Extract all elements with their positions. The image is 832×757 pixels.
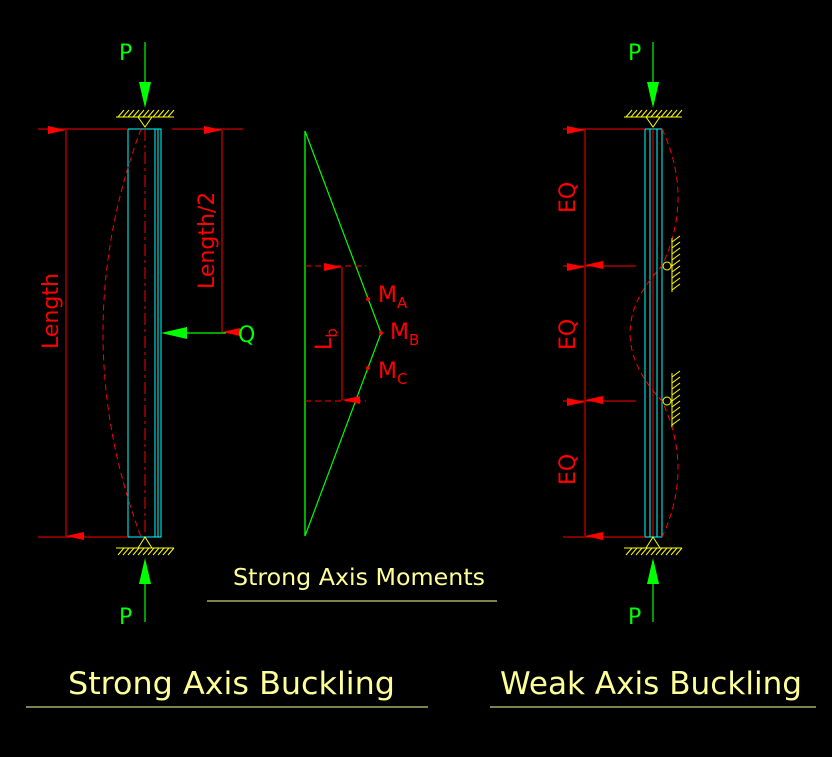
strong-axis-group: P (26, 41, 428, 708)
strong-load-bottom-label: P (119, 605, 132, 630)
mb-label: MB (390, 320, 419, 349)
strong-lateral-load-label: Q (238, 323, 255, 348)
mc-point (366, 366, 370, 370)
strong-bottom-support (116, 536, 175, 556)
weak-eq-mid-label: EQ (556, 319, 581, 350)
strong-half-length-label: Length/2 (195, 192, 220, 289)
weak-load-bottom-arrow (647, 558, 659, 622)
weak-buckled-shape (629, 128, 679, 538)
strong-load-top-label: P (119, 41, 132, 66)
weak-load-top-label: P (628, 41, 641, 66)
moments-title: Strong Axis Moments (233, 565, 485, 591)
ma-point (366, 297, 370, 301)
strong-load-top-arrow (139, 42, 151, 108)
moment-diagram (304, 130, 382, 537)
ma-label: MA (378, 283, 408, 312)
weak-bottom-support (624, 536, 683, 556)
moments-group: Lb MA MB MC Strong Axis Moments (207, 130, 497, 602)
lb-label: Lb (312, 328, 341, 350)
strong-axis-title: Strong Axis Buckling (68, 666, 395, 702)
strong-half-length-dimension (172, 126, 243, 336)
strong-buckled-shape (102, 128, 142, 538)
weak-brace-upper (662, 235, 681, 292)
weak-top-support (624, 109, 683, 128)
mc-label: MC (378, 359, 407, 388)
strong-length-dimension (38, 126, 128, 540)
weak-eq-bottom-label: EQ (556, 454, 581, 485)
weak-brace-lower (662, 370, 681, 427)
weak-load-top-arrow (647, 42, 659, 108)
strong-lateral-load-arrow (161, 327, 226, 339)
mb-point (379, 331, 383, 335)
strong-load-bottom-arrow (139, 558, 151, 622)
strong-length-label: Length (39, 273, 64, 349)
weak-load-bottom-label: P (628, 605, 641, 630)
weak-axis-title: Weak Axis Buckling (500, 666, 802, 702)
weak-eq-top-label: EQ (556, 182, 581, 213)
lb-dimension (305, 263, 366, 404)
strong-top-support (116, 109, 175, 128)
weak-axis-group: P (490, 41, 816, 708)
weak-eq-dimension (563, 126, 645, 540)
